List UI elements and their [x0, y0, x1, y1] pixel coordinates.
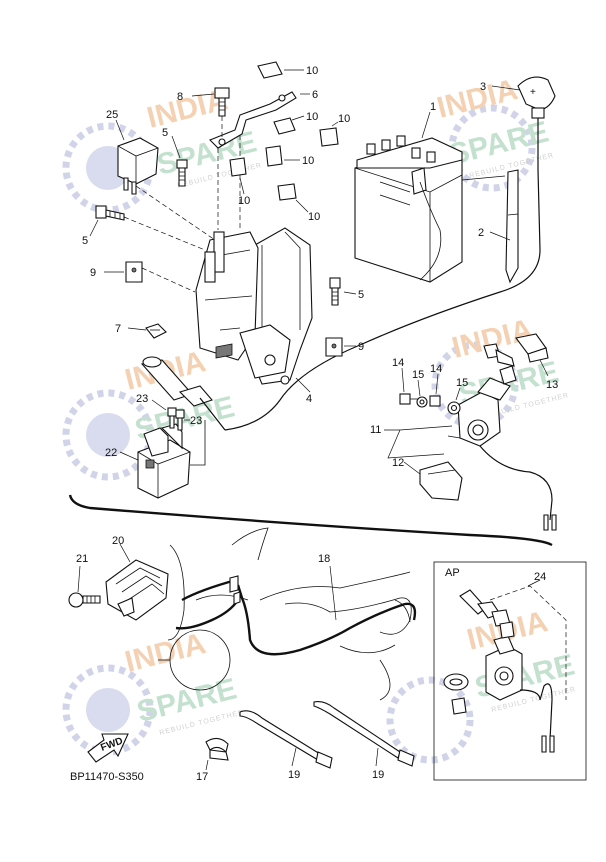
- battery-band: [461, 169, 519, 284]
- pad-10-a: [257, 61, 283, 79]
- bolt-8: [214, 87, 230, 140]
- bolt-5-top: [176, 159, 188, 187]
- rectifier-20: [105, 559, 169, 621]
- connector-cable-22: [140, 356, 226, 431]
- battery: [354, 135, 463, 283]
- pad-9-left: [125, 261, 196, 293]
- label-part-15a: 15: [412, 369, 424, 381]
- label-part-13: 13: [546, 379, 558, 391]
- bolt-21: [68, 592, 101, 608]
- label-part-22: 22: [105, 447, 117, 459]
- variant-box: AP: [433, 561, 587, 781]
- label-part-12: 12: [392, 457, 404, 469]
- label-part-24: 24: [534, 571, 546, 583]
- battery-case: [195, 227, 313, 385]
- pad-10-c: [319, 127, 339, 147]
- bolt-5-right: [329, 277, 341, 306]
- label-part-6: 6: [312, 89, 318, 101]
- pad-10-d: [265, 145, 283, 167]
- label-part-20: 20: [112, 535, 124, 547]
- label-part-14b: 14: [430, 363, 442, 375]
- label-part-17: 17: [196, 771, 208, 783]
- label-part-7: 7: [115, 323, 121, 335]
- cover-12: [419, 461, 463, 501]
- bracket: [209, 91, 297, 230]
- relay-25: [117, 137, 216, 241]
- label-part-11: 11: [370, 424, 381, 436]
- label-part-5c: 5: [358, 289, 364, 301]
- label-part-10b: 10: [306, 111, 318, 123]
- label-part-5b: 5: [82, 235, 88, 247]
- label-part-8: 8: [177, 91, 183, 103]
- scooter-outline: [158, 527, 412, 701]
- pad-10-f: [277, 183, 297, 201]
- wire-harness-16: [236, 584, 417, 656]
- switch-keys: [483, 343, 517, 385]
- label-part-16: 18: [318, 553, 330, 565]
- label-part-4: 4: [306, 393, 312, 405]
- terminal-cap: +: [517, 76, 556, 170]
- watermark-bottom-left: INDIA SPARE REBUILD TOGETHER: [62, 627, 245, 756]
- screw-23-b: [175, 409, 185, 431]
- label-part-10f: 10: [308, 211, 320, 223]
- svg-text:INDIA: INDIA: [434, 73, 521, 125]
- label-part-10a: 10: [306, 65, 318, 77]
- label-part-25: 25: [106, 109, 118, 121]
- svg-text:INDIA: INDIA: [122, 627, 209, 679]
- label-part-10c: 10: [338, 113, 350, 125]
- label-part-9b: 9: [358, 341, 364, 353]
- label-part-2: 2: [478, 227, 484, 239]
- clip-7: [145, 323, 167, 339]
- washer-15-b: [447, 401, 461, 415]
- label-part-1: 1: [430, 101, 436, 113]
- pad-9-right: [325, 337, 343, 357]
- screw-14-b: [429, 395, 441, 407]
- bolt-5-left: [95, 205, 206, 251]
- svg-text:AP: AP: [445, 567, 460, 579]
- main-switch: [447, 377, 557, 531]
- svg-text:+: +: [530, 87, 536, 98]
- label-part-5a: 5: [162, 127, 168, 139]
- label-part-10e: 10: [238, 195, 250, 207]
- label-part-21: 21: [76, 553, 88, 565]
- clamp-17: [205, 737, 229, 761]
- battery-cable: [224, 169, 541, 431]
- pad-10-b: [273, 117, 296, 135]
- label-part-23b: 23: [190, 415, 202, 427]
- diagram-code: BP11470-S350: [70, 771, 144, 783]
- section-divider: [68, 494, 553, 547]
- main-switch-24: [443, 585, 567, 753]
- label-part-3: 3: [480, 81, 486, 93]
- label-part-10d: 10: [302, 155, 314, 167]
- washer-15-a: [416, 396, 428, 408]
- label-part-14a: 14: [392, 357, 404, 369]
- label-part-9a: 9: [90, 267, 96, 279]
- watermark-top: INDIA SPARE REBUILD TOGETHER: [62, 83, 263, 214]
- key-cap-13: [515, 333, 549, 363]
- cable-tie-19: [313, 701, 415, 767]
- label-part-23a: 23: [136, 393, 148, 405]
- label-part-15b: 15: [456, 377, 468, 389]
- unit-22: [137, 420, 206, 499]
- cable-tie-18: [239, 710, 333, 769]
- pad-10-e: [229, 157, 247, 177]
- fwd-arrow-icon: FWD: [87, 733, 129, 763]
